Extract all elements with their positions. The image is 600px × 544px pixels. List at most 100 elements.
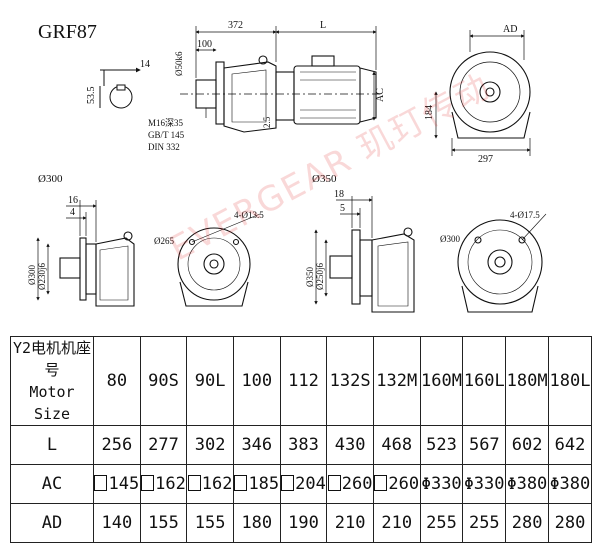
flange1-pcd: Ø265 [154,236,174,246]
phi-symbol: Φ [421,474,431,493]
flange1-flange-dia: Ø300 [27,265,37,285]
flange2-spigot: Ø250j6 [315,263,325,291]
size-header-cell: 180L [548,336,592,426]
dim-AC: AC [375,88,386,102]
dim-184: 184 [424,105,435,120]
size-header-cell: 90S [139,336,188,426]
cell-ac: Φ380 [548,464,592,504]
cell-ad: 155 [139,503,188,543]
flange1-dim-4: 4 [70,207,75,218]
square-section-icon [327,475,341,491]
size-header-cell: 180M [505,336,550,426]
phi-symbol: Φ [549,474,560,493]
cell-l: 346 [232,425,281,465]
size-header-cell: 90L [186,336,234,426]
size-header-cell: 160M [419,336,464,426]
cell-ac: 145 [93,464,141,504]
flange2-flange-dia: Ø350 [305,267,315,287]
dim-297: 297 [478,154,493,165]
cell-value: 145 [108,474,140,494]
technical-drawing: GRF87 14 53.5 [27,20,547,313]
cell-l: 567 [462,425,507,465]
cell-l: 602 [505,425,550,465]
flange2-side-view [314,196,415,313]
size-header-cell: 132M [372,336,421,426]
cell-ac: 162 [139,464,188,504]
dim-372: 372 [228,20,243,31]
thread-note-1: M16深35 [148,118,184,128]
cell-ad: 180 [232,503,281,543]
cell-l: 302 [186,425,234,465]
dim-AD: AD [503,24,517,35]
cell-ad: 155 [186,503,234,543]
header-label-en: Motor Size [29,383,75,423]
cell-l: 468 [372,425,421,465]
cell-ac: 260 [326,464,374,504]
cell-value: 260 [388,474,420,494]
cell-ad: 255 [419,503,464,543]
flange1-holes: 4-Ø13.5 [234,210,264,220]
cell-value: 162 [155,474,186,494]
flange1-dim-16: 16 [68,195,78,206]
dim-2-5: 2.5 [262,116,272,128]
cell-ac: Φ380 [505,464,550,504]
square-section-icon [94,475,108,491]
phi-symbol: Φ [506,474,517,493]
size-header-cell: 160L [462,336,507,426]
flange1-side-view [36,200,135,307]
gear-motor-side-view [180,26,382,133]
cell-ac: 260 [372,464,421,504]
cell-ad: 210 [326,503,374,543]
square-section-icon [187,475,201,491]
cell-ad: 280 [505,503,550,543]
model-title: GRF87 [38,21,97,43]
flange2-holes: 4-Ø17.5 [510,210,540,220]
thread-note-3: DIN 332 [148,142,180,152]
size-header-cell: 100 [232,336,281,426]
header-label-cn: Y2电机机座号 [12,339,92,379]
square-section-icon [234,475,248,491]
cell-l: 256 [93,425,141,465]
row-label-AC: AC [10,464,94,504]
cell-l: 642 [548,425,592,465]
cell-ac: 204 [279,464,328,504]
flange2-end-view [457,213,547,313]
flange2-dim-18: 18 [334,189,344,200]
flange1-end-view [177,213,261,307]
size-header-cell: 80 [93,336,141,426]
flange1-outer-label: Ø300 [38,173,63,185]
flange2-pcd: Ø300 [440,234,460,244]
gear-motor-end-view [434,30,531,156]
cell-value: 260 [341,474,373,494]
cell-ad: 255 [462,503,507,543]
cell-ad: 210 [372,503,421,543]
cell-value: 330 [473,474,505,494]
dim-L: L [320,20,326,31]
cell-l: 277 [139,425,188,465]
cell-ad: 280 [548,503,592,543]
cell-ad: 140 [93,503,141,543]
row-label-AD: AD [10,503,94,543]
cell-l: 523 [419,425,464,465]
cell-value: 204 [295,474,326,494]
cell-ad: 190 [279,503,328,543]
square-section-icon [141,475,155,491]
cell-ac: 185 [232,464,281,504]
flange2-outer-label: Ø350 [312,173,337,185]
dim-14: 14 [140,59,150,70]
cell-l: 430 [326,425,374,465]
row-label-L: L [10,425,94,465]
cell-value: 330 [430,474,462,494]
cell-ac: Φ330 [462,464,507,504]
cell-ac: Φ330 [419,464,464,504]
flange2-dim-5: 5 [340,203,345,214]
flange1-spigot: Ø230j6 [37,263,47,291]
dim-100: 100 [197,39,212,50]
shaft-keyway-view [99,67,141,109]
size-header-cell: 132S [326,336,374,426]
dim-53-5: 53.5 [86,87,97,105]
